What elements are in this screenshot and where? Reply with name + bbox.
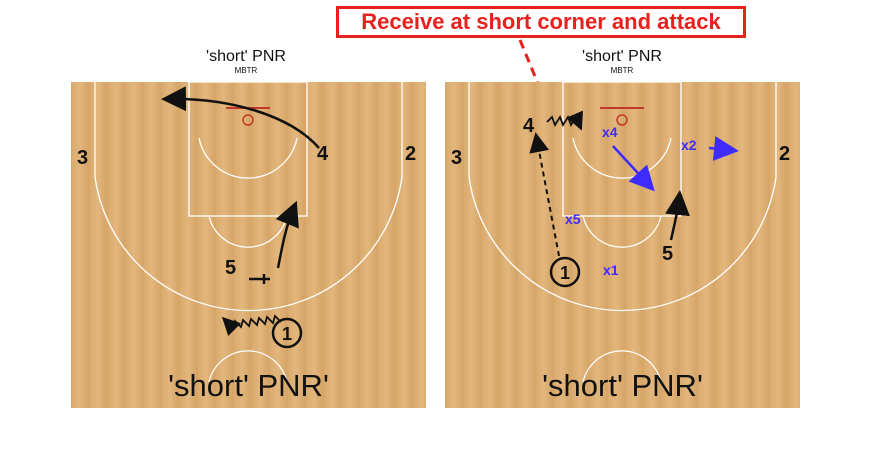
player-4: 4 (317, 143, 329, 165)
court-floor (445, 82, 800, 408)
dribble-arrow-1 (221, 314, 282, 337)
left-court-drawing: 4 3 2 5 1 (71, 82, 426, 408)
left-panel-title: 'short' PNR (206, 48, 286, 65)
right-panel-heading: 'short' PNR MBTR (552, 48, 692, 76)
left-panel-subtitle: MBTR (234, 66, 258, 75)
right-panel-title: 'short' PNR (582, 48, 662, 65)
left-panel-heading: 'short' PNR MBTR (176, 48, 316, 76)
defense-arrow-x4 (612, 145, 655, 192)
player-1: 1 (560, 263, 570, 283)
rim (242, 114, 254, 126)
player-1-ring (271, 317, 303, 349)
defender-x4: x4 (602, 124, 618, 140)
defender-x1: x1 (603, 262, 619, 278)
cut-arrow-4 (161, 86, 320, 149)
player-3: 3 (77, 147, 88, 169)
defender-x2: x2 (681, 137, 697, 153)
right-panel-subtitle: MBTR (610, 66, 634, 75)
callout-box: Receive at short corner and attack (336, 6, 746, 38)
defense-arrow-x2 (708, 136, 739, 161)
player-5: 5 (225, 257, 236, 279)
player-2: 2 (405, 143, 416, 165)
right-court: 3 2 4 5 1 x4 x2 x5 x1 'short' PNR' (445, 82, 800, 408)
left-court: 4 3 2 5 1 'short' PNR' (71, 82, 426, 408)
right-court-caption: 'short' PNR' (542, 368, 703, 403)
dribble-arrow-4 (546, 110, 584, 131)
right-court-drawing: 3 2 4 5 1 x4 x2 x5 x1 (445, 82, 800, 408)
defender-x5: x5 (565, 211, 581, 227)
pass-arrow-1-to-4 (529, 132, 560, 257)
player-3: 3 (451, 147, 462, 169)
left-court-caption: 'short' PNR' (168, 368, 329, 403)
player-1: 1 (282, 324, 292, 344)
callout-text: Receive at short corner and attack (361, 9, 721, 34)
roll-arrow-5 (665, 190, 690, 241)
player-5: 5 (662, 243, 673, 265)
court-lines (468, 82, 777, 383)
court-floor (71, 82, 426, 408)
court-lines (94, 82, 403, 383)
rim (616, 114, 628, 126)
player-2: 2 (779, 143, 790, 165)
player-4: 4 (523, 115, 535, 137)
roll-arrow-5 (275, 200, 299, 269)
player-1-ring (549, 256, 581, 288)
